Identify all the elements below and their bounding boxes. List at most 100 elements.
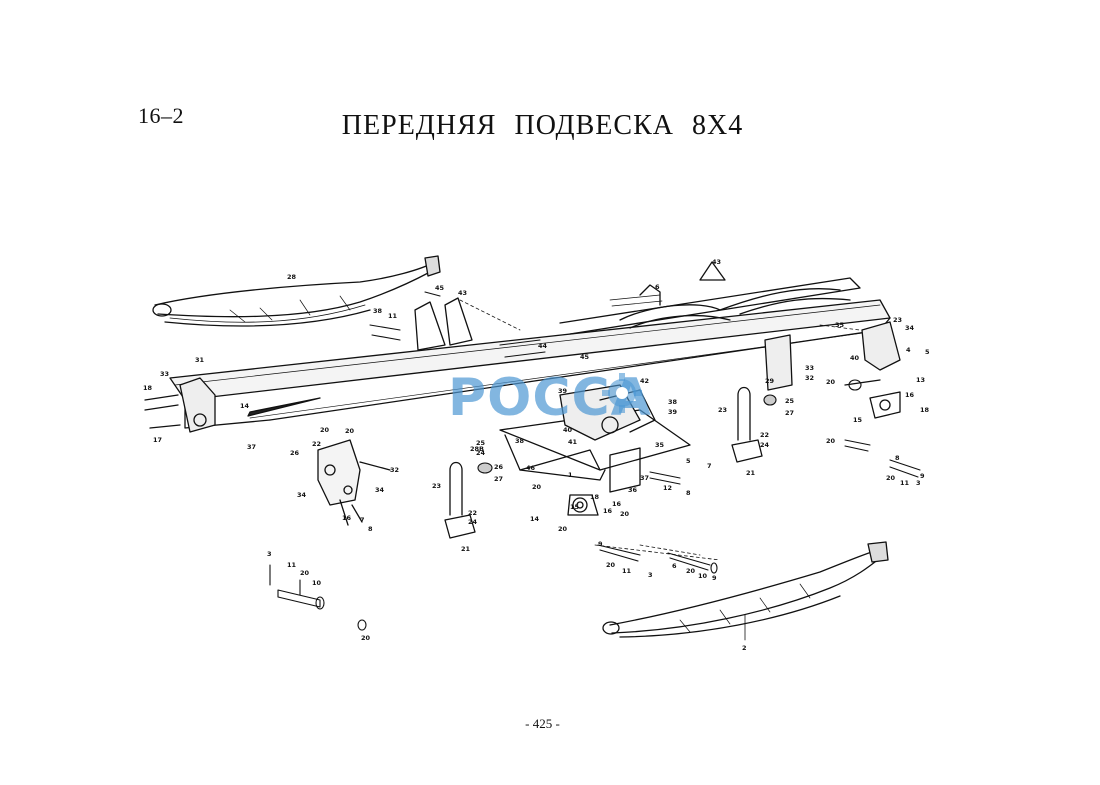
callout-label: 12 xyxy=(663,484,672,492)
callout-label: 11 xyxy=(900,479,910,487)
callout-label: 38 xyxy=(373,307,383,315)
callout-label: 24 xyxy=(760,441,770,449)
callout-label: 35 xyxy=(655,441,665,449)
callout-label: 23 xyxy=(432,482,441,490)
callout-label: 34 xyxy=(375,486,385,494)
rear-shackle-bracket xyxy=(317,439,391,526)
callout-label: 25 xyxy=(476,439,486,447)
callout-label: 22 xyxy=(312,440,321,448)
callout-label: 43 xyxy=(712,258,721,266)
callout-label: 41 xyxy=(568,438,578,446)
callout-label: 10 xyxy=(698,572,708,580)
callout-label: 18 xyxy=(590,493,600,501)
callout-label: 20 xyxy=(686,567,696,575)
callout-label: 33 xyxy=(805,364,814,372)
callout-label: 2 xyxy=(742,644,747,652)
upper-leaf-spring xyxy=(152,255,441,327)
page-title: ПЕРЕДНЯЯ ПОДВЕСКА 8X4 xyxy=(341,110,744,141)
callout-label: 38 xyxy=(668,398,678,406)
callout-label: 36 xyxy=(628,486,638,494)
watermark-logo: РОССА xyxy=(448,368,651,428)
callout-label: 8 xyxy=(686,489,691,497)
callout-label: 38 xyxy=(515,437,525,445)
callout-label: 28 xyxy=(287,273,297,281)
callout-label: 37 xyxy=(640,474,649,482)
callout-label: 20 xyxy=(558,525,568,533)
callout-label: 14 xyxy=(530,515,540,523)
callout-label: 9 xyxy=(598,540,603,548)
front-spring-bracket xyxy=(144,377,216,433)
callout-label: 15 xyxy=(853,416,863,424)
callout-label: 23 xyxy=(893,316,902,324)
callout-label: 6 xyxy=(655,283,660,291)
pins-and-bolts xyxy=(269,291,921,631)
callout-label: 20 xyxy=(345,427,355,435)
callout-label: 24 xyxy=(476,449,486,457)
callout-label: 5 xyxy=(925,348,930,356)
callout-label: 33 xyxy=(160,370,169,378)
callout-label: 11 xyxy=(388,312,398,320)
callout-label: 20 xyxy=(320,426,330,434)
callout-label: 21 xyxy=(461,545,471,553)
callout-label: 20 xyxy=(826,437,836,445)
callout-label: 43 xyxy=(458,289,467,297)
callout-label: 40 xyxy=(563,426,573,434)
u-bolt-left xyxy=(444,461,476,539)
callout-label: 17 xyxy=(153,436,162,444)
callout-label: 34 xyxy=(297,491,307,499)
callout-label: 18 xyxy=(143,384,153,392)
callout-label: 27 xyxy=(785,409,794,417)
callout-label: 9 xyxy=(920,472,925,480)
callout-label: 13 xyxy=(916,376,925,384)
lower-leaf-spring xyxy=(602,541,889,641)
section-number: 16–2 xyxy=(138,103,184,128)
callout-label: 40 xyxy=(850,354,860,362)
callout-label: 9 xyxy=(712,574,717,582)
callout-label: 22 xyxy=(760,431,769,439)
callout-label: 28B xyxy=(470,445,484,453)
callout-label: 44 xyxy=(538,342,548,350)
callout-label: 16 xyxy=(612,500,622,508)
callout-label: 22 xyxy=(468,509,477,517)
callout-label: 20 xyxy=(620,510,630,518)
frame-rail xyxy=(169,299,891,429)
callout-label: 24 xyxy=(468,518,478,526)
callout-label: 39 xyxy=(558,387,568,395)
callout-label: 46 xyxy=(526,464,536,472)
right-spring-hanger xyxy=(844,321,901,419)
callout-label: 20 xyxy=(826,378,836,386)
callout-label: 37 xyxy=(247,443,256,451)
callout-label: 16 xyxy=(342,514,352,522)
callout-label: 26 xyxy=(494,463,504,471)
callout-label: 20 xyxy=(606,561,616,569)
callout-label: 29 xyxy=(765,377,775,385)
callout-label: 7 xyxy=(360,516,365,524)
callout-label: 45 xyxy=(580,353,590,361)
callout-label: 18 xyxy=(920,406,930,414)
callout-label: 39 xyxy=(668,408,678,416)
page-number: - 425 - xyxy=(525,716,560,731)
callout-label: 32 xyxy=(390,466,399,474)
callout-label: 1 xyxy=(568,471,573,479)
callout-label: 3 xyxy=(648,571,653,579)
callout-label: 11 xyxy=(622,567,632,575)
callout-labels: 28 43 6 45 43 11 38 31 33 18 14 17 37 44… xyxy=(143,258,930,652)
callout-label: 27 xyxy=(494,475,503,483)
assembly-lines xyxy=(459,299,861,561)
gear-icon xyxy=(602,373,642,413)
u-bolt-right xyxy=(731,386,763,463)
callout-label: 4 xyxy=(906,346,911,354)
callout-label: 21 xyxy=(746,469,756,477)
callout-label: 32 xyxy=(805,374,814,382)
callout-label: 35 xyxy=(835,321,845,329)
callout-label: 42 xyxy=(640,377,649,385)
callout-label: 20 xyxy=(300,569,310,577)
callout-label: 14 xyxy=(240,402,250,410)
callout-label: 20 xyxy=(532,483,542,491)
callout-label: 5 xyxy=(686,457,691,465)
callout-label: 7 xyxy=(707,462,712,470)
callout-label: 26 xyxy=(290,449,300,457)
callout-label: 20 xyxy=(361,634,371,642)
callout-label: 6 xyxy=(672,562,677,570)
